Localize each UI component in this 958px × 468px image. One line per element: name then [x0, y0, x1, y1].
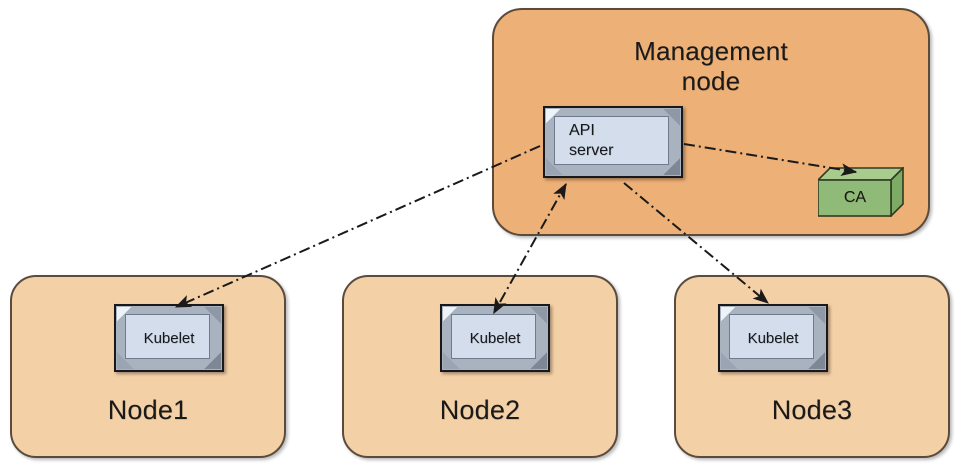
management-node-title: Management node: [634, 36, 788, 96]
kubelet-face: [729, 314, 814, 359]
ca-cuboid-shape: [818, 167, 904, 217]
kubelet-label-node1: Kubelet: [143, 330, 195, 347]
kubelet-label-node2: Kubelet: [469, 330, 521, 347]
kubelet-face: [125, 314, 210, 359]
ca-label: CA: [843, 189, 867, 206]
kubelet-box-node1[interactable]: Kubelet: [114, 304, 224, 372]
kubelet-label-node3: Kubelet: [747, 330, 799, 347]
ca-front-face: [818, 179, 892, 217]
ca-top-face: [818, 167, 904, 181]
node-title-node1: Node1: [107, 395, 189, 425]
api-server-face: [554, 116, 669, 165]
kubelet-box-node3[interactable]: Kubelet: [718, 304, 828, 372]
api-server-box[interactable]: API server: [543, 106, 683, 178]
node-title-node3: Node3: [771, 395, 853, 425]
api-server-label: API server: [569, 122, 614, 159]
kubelet-face: [451, 314, 536, 359]
node-title-node2: Node2: [439, 395, 521, 425]
ca-box[interactable]: CA: [818, 167, 904, 217]
kubelet-box-node2[interactable]: Kubelet: [440, 304, 550, 372]
